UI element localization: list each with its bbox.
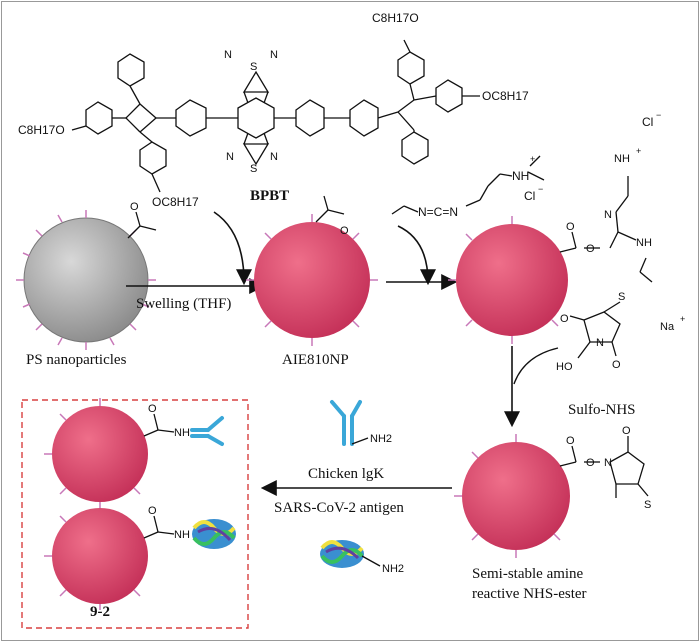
product-9-2-antigen-icon bbox=[192, 519, 236, 549]
sulfo-nhs-atoms: O N HO O S Na + bbox=[556, 291, 685, 373]
atom-n-bottom-right: N bbox=[270, 151, 278, 163]
edc-plus: + bbox=[530, 154, 535, 164]
product-9-1-antibody-icon bbox=[190, 416, 224, 446]
conjugation-label-2: SARS-CoV-2 antigen bbox=[274, 500, 404, 516]
iso-nh-plus: NH bbox=[614, 153, 630, 165]
product-9-2-label: 9-2 bbox=[90, 604, 110, 620]
core-benzene bbox=[237, 97, 275, 139]
edc-atoms: N=C=N NH + Cl − bbox=[418, 154, 543, 219]
product-9-2-particle: O NH bbox=[44, 505, 190, 610]
antibody-nh2: NH2 bbox=[370, 433, 392, 445]
antibody-amine-bond bbox=[351, 437, 369, 445]
octyloxy-left: C8H17O bbox=[18, 123, 65, 137]
edc-cl: Cl bbox=[524, 189, 535, 203]
snhs-o1: O bbox=[560, 313, 569, 325]
bpbt-structure bbox=[71, 39, 480, 193]
snhs-na-plus: + bbox=[680, 314, 685, 324]
edc-reagent bbox=[391, 155, 545, 215]
atom-n-top-left: N bbox=[224, 49, 232, 61]
conjugation-label-1: Chicken lgK bbox=[308, 466, 384, 482]
p2-nh: NH bbox=[174, 529, 190, 541]
aie-carboxyl-o: O bbox=[340, 225, 349, 237]
atom-s-top: S bbox=[250, 61, 257, 73]
product-9-1-particle: O NH bbox=[44, 398, 190, 510]
ps-nanoparticle: O bbox=[16, 201, 157, 350]
snhs-ho: HO bbox=[556, 361, 573, 373]
nhs-ester-label-1: Semi-stable amine bbox=[472, 566, 584, 582]
snhs-o2: O bbox=[612, 359, 621, 371]
edc-cl-minus: − bbox=[538, 184, 543, 194]
iso-cl: Cl bbox=[642, 115, 653, 129]
bpbt-atoms: N S N N S N C8H17O C8H17O OC8H17 OC8H17 … bbox=[18, 11, 529, 209]
aie-label-text: AIE810NP bbox=[282, 352, 349, 368]
iso-plus: + bbox=[636, 146, 641, 156]
aie-nanoparticle: O bbox=[246, 195, 378, 346]
atom-s-bottom: S bbox=[250, 163, 257, 175]
ester-o3: O bbox=[622, 425, 631, 437]
sulfo-nhs-curve bbox=[513, 347, 559, 385]
antigen-reagent-icon bbox=[320, 540, 364, 568]
ester-n: N bbox=[604, 457, 612, 469]
iso-o1: O bbox=[566, 221, 575, 233]
edc-carbodiimide: N=C=N bbox=[418, 205, 458, 219]
octyloxy-right: OC8H17 bbox=[482, 89, 529, 103]
ps-label: PS nanoparticles bbox=[26, 352, 127, 368]
octyloxy-bottom: OC8H17 bbox=[152, 195, 199, 209]
product-box bbox=[21, 399, 249, 629]
bpbt-arrow bbox=[213, 211, 252, 286]
edc-arrow bbox=[397, 225, 436, 286]
activated-nanoparticle: O O N NH NH + Cl − bbox=[448, 110, 661, 344]
ps-carboxyl-o: O bbox=[130, 201, 139, 213]
swelling-label: Swelling (THF) bbox=[136, 296, 231, 312]
nhs-ester-nanoparticle: O O N O S bbox=[454, 425, 651, 558]
snhs-na: Na bbox=[660, 321, 675, 333]
antibody-reagent-icon bbox=[330, 400, 362, 446]
iso-o2: O bbox=[586, 243, 595, 255]
octyloxy-top: C8H17O bbox=[372, 11, 419, 25]
iso-cl-minus: − bbox=[656, 110, 661, 120]
sulfo-nhs-structure bbox=[569, 301, 621, 359]
aie-label: AIE810NP bbox=[282, 352, 349, 368]
bpbt-label: BPBT bbox=[250, 188, 289, 204]
snhs-n: N bbox=[596, 337, 604, 349]
p2-o: O bbox=[148, 505, 157, 517]
antigen-nh2: NH2 bbox=[382, 563, 404, 575]
ester-o2: O bbox=[586, 457, 595, 469]
atom-n-top-right: N bbox=[270, 49, 278, 61]
ester-o1: O bbox=[566, 435, 575, 447]
atom-n-bottom-left: N bbox=[226, 151, 234, 163]
iso-nh: NH bbox=[636, 237, 652, 249]
p1-nh: NH bbox=[174, 427, 190, 439]
edc-nh-plus: NH bbox=[512, 169, 529, 183]
iso-n: N bbox=[604, 209, 612, 221]
sulfo-nhs-label: Sulfo-NHS bbox=[568, 402, 636, 418]
snhs-s: S bbox=[618, 291, 625, 303]
p1-o: O bbox=[148, 403, 157, 415]
ester-s: S bbox=[644, 499, 651, 511]
antigen-amine-bond bbox=[361, 555, 381, 567]
nhs-ester-label-2: reactive NHS-ester bbox=[472, 586, 587, 602]
